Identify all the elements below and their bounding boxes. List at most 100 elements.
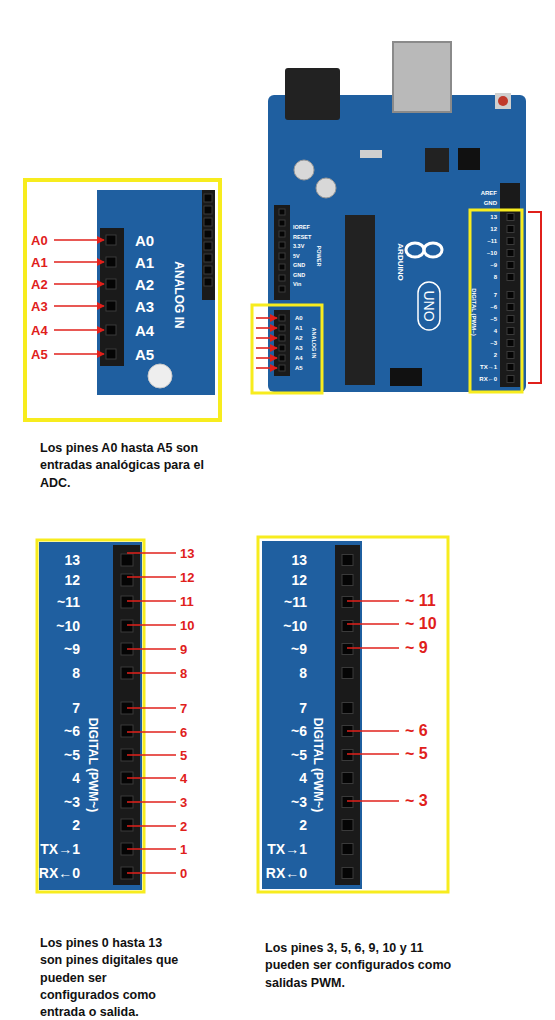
silkscreen-label: GND — [484, 200, 497, 206]
silkscreen-label: RX←0 — [39, 866, 80, 880]
silkscreen-label: AREF — [481, 190, 497, 196]
highlight-frame — [252, 305, 322, 393]
pin-hole — [106, 257, 116, 267]
pin-hole — [204, 218, 212, 226]
silkscreen-label: ~9 — [291, 642, 307, 656]
pin-hole — [204, 266, 212, 274]
pin-hole — [279, 325, 285, 331]
leader-line — [127, 672, 176, 674]
pin-hole — [342, 668, 353, 679]
silkscreen-label: ~6 — [291, 724, 307, 738]
silkscreen-label: ~10 — [283, 619, 307, 633]
silkscreen-label: A4 — [135, 323, 154, 338]
silkscreen-label: DIGITAL (PWM~) — [87, 718, 99, 813]
silkscreen-label: A1 — [135, 255, 154, 270]
silkscreen-label: 13 — [291, 553, 307, 567]
silkscreen-label: 12 — [64, 573, 80, 587]
board-area — [262, 541, 362, 889]
crystal — [360, 150, 382, 158]
silkscreen-label: ~3 — [291, 795, 307, 809]
pin-callout: 8 — [180, 667, 187, 680]
pin-hole — [279, 209, 285, 215]
pin-hole — [279, 335, 285, 341]
silkscreen-label: ~9 — [64, 642, 80, 656]
leader-line — [127, 600, 176, 602]
caption: Los pines 0 hasta 13 son pines digitales… — [40, 935, 185, 1020]
pin-header — [113, 545, 140, 885]
pin-hole — [106, 279, 116, 289]
pin-holes — [106, 194, 514, 879]
pin-hole — [121, 725, 133, 737]
zoom-frame — [258, 537, 448, 892]
pin-callout: 4 — [180, 772, 187, 785]
silkscreen-label: 8 — [299, 666, 307, 680]
leader-line — [256, 327, 277, 329]
leader-line — [54, 283, 104, 285]
pin-hole — [204, 206, 212, 214]
silkscreen-label: 7 — [72, 701, 80, 715]
silkscreen-label: 7 — [299, 701, 307, 715]
leader-line — [127, 648, 176, 650]
pin-hole — [507, 262, 514, 269]
pin-hole — [342, 575, 353, 586]
silkscreen-label: 13 — [64, 553, 80, 567]
silkscreen-label: ~10 — [487, 250, 497, 256]
silkscreen-label: ANALOG IN — [310, 328, 316, 359]
silkscreen-label: GND — [293, 263, 305, 269]
leader-line — [54, 239, 104, 241]
pin-hole — [342, 597, 353, 608]
icsp-header — [458, 148, 480, 170]
pin-hole — [121, 819, 133, 831]
power-jack — [285, 68, 340, 120]
silkscreen-label: IOREF — [293, 225, 310, 231]
silkscreen-label: 3.3V — [293, 244, 304, 250]
silkscreen-label: 8 — [72, 666, 80, 680]
pin-hole — [279, 355, 285, 361]
leader-lines — [54, 240, 399, 873]
pin-hole — [279, 315, 285, 321]
leader-line — [127, 576, 176, 578]
pin-hole — [342, 703, 353, 714]
pin-hole — [279, 365, 285, 371]
pin-hole — [507, 340, 514, 347]
pin-hole — [279, 264, 285, 270]
pin-hole — [106, 301, 116, 311]
pin-callout: 6 — [180, 726, 187, 739]
pwm-callout: ~ 11 — [405, 593, 436, 609]
pin-hole — [204, 194, 212, 202]
pin-hole — [342, 797, 353, 808]
silkscreen-label: A5 — [135, 347, 154, 362]
silkscreen-label: 13 — [490, 214, 497, 220]
pin-hole — [279, 231, 285, 237]
pin-callout: 13 — [180, 547, 194, 560]
pin-hole — [121, 596, 133, 608]
pin-callout: 1 — [180, 843, 187, 856]
pin-header — [202, 190, 215, 300]
highlight-frame — [470, 210, 522, 392]
silkscreen-label: A3 — [135, 299, 154, 314]
silkscreen-label: ANALOG IN — [173, 261, 185, 328]
silkscreen-label: ~3 — [64, 795, 80, 809]
silkscreen-label: ~6 — [490, 304, 497, 310]
silkscreen-label: ~11 — [487, 238, 497, 244]
pin-hole — [507, 292, 514, 299]
silkscreen-label: GND — [293, 273, 305, 279]
capacitor — [294, 160, 314, 180]
pin-hole — [121, 574, 133, 586]
silkscreen-label: A4 — [295, 355, 303, 361]
pin-hole — [279, 345, 285, 351]
pin-hole — [342, 868, 353, 879]
silkscreen-label: 2 — [72, 818, 80, 832]
pin-hole — [507, 214, 514, 221]
arduino-board — [268, 95, 526, 392]
arduino-logo — [424, 243, 442, 257]
silkscreen-label: 8 — [494, 274, 497, 280]
silkscreen-label: 4 — [299, 771, 307, 785]
leader-line — [54, 305, 104, 307]
silkscreen-label: A2 — [135, 277, 154, 292]
leader-line — [256, 337, 277, 339]
pin-hole — [279, 220, 285, 226]
pin-callout: 3 — [180, 796, 187, 809]
pin-callout: A0 — [31, 234, 48, 247]
leader-line — [347, 647, 399, 649]
